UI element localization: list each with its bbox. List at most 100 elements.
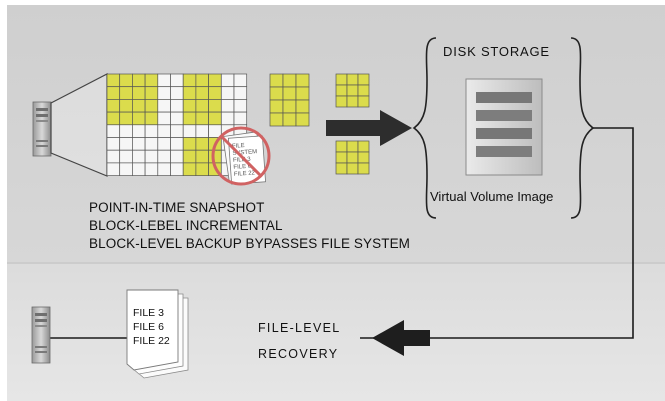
block-cell (170, 86, 184, 100)
block-cell (357, 95, 370, 108)
block-cell (208, 137, 222, 151)
block-cell (144, 149, 159, 164)
block-cell (182, 137, 197, 151)
block-cell (119, 124, 133, 138)
block-cell (269, 86, 284, 101)
block-cell (170, 137, 184, 151)
block-cell (144, 86, 159, 100)
block-cell (144, 73, 159, 88)
block-cell (335, 140, 348, 153)
block-cell (346, 140, 359, 153)
block-cell (157, 86, 171, 100)
block-cell (282, 73, 297, 88)
block-cell (208, 99, 222, 113)
block-cell (132, 99, 146, 113)
block-cell (157, 73, 171, 88)
block-cell (357, 162, 370, 175)
block-cell (282, 112, 297, 127)
block-cell (346, 162, 359, 175)
block-cell (182, 162, 197, 176)
block-cell (170, 124, 184, 138)
block-cell (208, 73, 222, 88)
block-cell (170, 111, 184, 126)
block-cell (195, 99, 209, 113)
block-cell (106, 124, 121, 138)
block-cell (357, 73, 370, 86)
block-cell (106, 137, 121, 151)
block-cell (157, 111, 171, 126)
block-cell (335, 162, 348, 175)
block-cell (144, 137, 159, 151)
block-cell (144, 99, 159, 113)
block-cell (195, 111, 209, 126)
block-cell (269, 112, 284, 127)
block-cell (119, 86, 133, 100)
caption-block-incremental: BLOCK-LEBEL INCREMENTAL (89, 218, 283, 233)
caption-point-in-time: POINT-IN-TIME SNAPSHOT (89, 200, 265, 215)
block-cell (106, 73, 121, 88)
block-cell (295, 112, 310, 127)
block-cell (233, 86, 248, 100)
block-cell (195, 73, 209, 88)
disk-array-icon (465, 78, 543, 176)
block-cell (182, 99, 197, 113)
block-cell (170, 162, 184, 176)
block-cell (132, 137, 146, 151)
block-cell (144, 124, 159, 138)
block-cell (106, 111, 121, 126)
block-cell (157, 149, 171, 164)
block-cell (119, 137, 133, 151)
recovered-files-stack (126, 289, 189, 379)
block-cell (346, 73, 359, 86)
block-cell (335, 73, 348, 86)
block-cell (106, 86, 121, 100)
snapshot-captions: POINT-IN-TIME SNAPSHOT BLOCK-LEBEL INCRE… (89, 199, 410, 253)
caption-block-backup: BLOCK-LEVEL BACKUP BYPASSES FILE SYSTEM (89, 236, 411, 251)
block-cell (157, 99, 171, 113)
block-cell (132, 162, 146, 176)
block-cell (233, 73, 248, 88)
block-cell (357, 84, 370, 97)
left-brace (412, 37, 437, 219)
block-cell (182, 149, 197, 164)
block-cell (119, 111, 133, 126)
recovery-line-1: FILE-LEVEL (258, 321, 341, 335)
block-cell (208, 86, 222, 100)
block-cell (357, 151, 370, 164)
block-cell (208, 162, 222, 176)
recovered-file-list: FILE 3 FILE 6 FILE 22 (133, 306, 170, 348)
return-line (360, 127, 634, 339)
disk-storage-title: DISK STORAGE (443, 44, 550, 59)
recovery-line-2: RECOVERY (258, 347, 339, 361)
block-cell (182, 86, 197, 100)
changed-blocks-grid-a (269, 73, 310, 127)
block-cell (346, 95, 359, 108)
block-cell (144, 162, 159, 176)
block-cell (208, 111, 222, 126)
block-cell (106, 99, 121, 113)
block-cell (106, 162, 121, 176)
block-cell (220, 86, 235, 100)
virtual-volume-label: Virtual Volume Image (430, 189, 554, 204)
block-cell (182, 73, 197, 88)
recovered-file: FILE 22 (133, 335, 170, 347)
block-cell (119, 162, 133, 176)
block-cell (269, 73, 284, 88)
arrow-left-icon (372, 320, 430, 356)
block-cell (106, 149, 121, 164)
block-cell (233, 99, 248, 113)
block-cell (119, 99, 133, 113)
recovered-file: FILE 6 (133, 321, 164, 333)
block-cell (157, 124, 171, 138)
block-cell (157, 137, 171, 151)
block-cell (132, 86, 146, 100)
changed-blocks-grid-b (335, 73, 370, 108)
block-cell (335, 95, 348, 108)
block-cell (132, 124, 146, 138)
block-cell (335, 84, 348, 97)
block-cell (170, 99, 184, 113)
block-grid (106, 73, 248, 176)
block-cell (119, 73, 133, 88)
block-cell (208, 149, 222, 164)
